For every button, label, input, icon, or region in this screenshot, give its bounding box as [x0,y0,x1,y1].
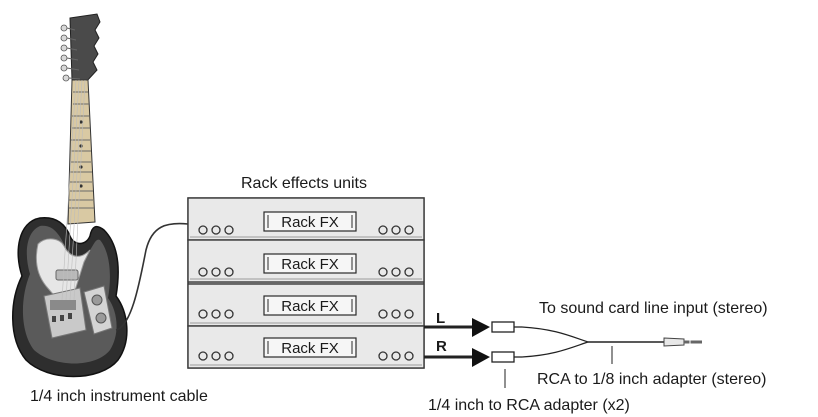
instrument-cable [115,222,189,331]
electric-guitar-icon [12,13,128,378]
sound-card-input-label: To sound card line input (stereo) [539,300,768,317]
rack-unit-2: Rack FX [187,239,425,283]
right-channel-label: R [436,338,447,355]
quarter-to-rca-adapter-label: 1/4 inch to RCA adapter (x2) [428,397,630,414]
eighth-inch-stereo-plug-icon [588,337,702,347]
instrument-cable-label: 1/4 inch instrument cable [30,388,208,405]
rack-effects-title: Rack effects units [241,175,367,192]
quarter-inch-plug-right-icon [472,348,490,367]
quarter-inch-plug-left-icon [472,318,490,337]
rca-to-eighth-adapter-label: RCA to 1/8 inch adapter (stereo) [537,371,766,388]
rack-unit-label: Rack FX [281,298,339,315]
stereo-output-cables [424,318,702,388]
rack-unit-1: Rack FX [187,197,425,241]
rack-effects-stack: Rack FX Rack FX Rack FX [187,197,425,369]
rack-unit-label: Rack FX [281,256,339,273]
rca-adapter-right-icon [491,351,522,363]
left-channel-label: L [436,310,445,327]
rca-adapter-left-icon [491,321,522,333]
rack-unit-label: Rack FX [281,214,339,231]
rack-unit-label: Rack FX [281,340,339,357]
rack-unit-3: Rack FX [187,283,425,327]
rack-unit-4: Rack FX [187,325,425,369]
